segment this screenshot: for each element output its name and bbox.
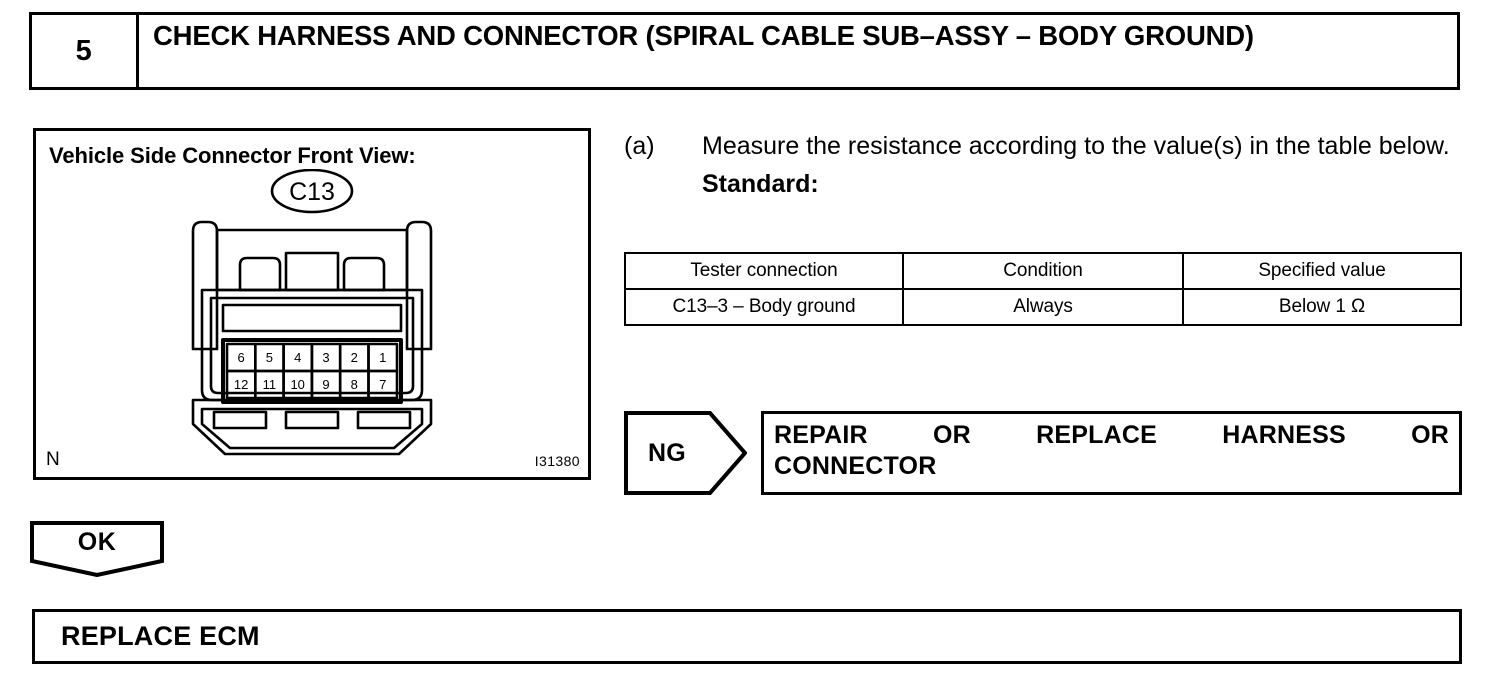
figure-note: N — [46, 449, 61, 470]
page-title: CHECK HARNESS AND CONNECTOR (SPIRAL CABL… — [153, 20, 1254, 51]
ng-result-row: NG REPAIR OR REPLACE HARNESS OR CONNECTO… — [624, 411, 1462, 495]
column-header-tester-connection: Tester connection — [624, 252, 904, 290]
ng-badge-label: NG — [647, 438, 687, 467]
table-header-row: Tester connection Condition Specified va… — [624, 252, 1462, 290]
connector-left-latch — [191, 220, 219, 351]
ng-arrow-shape — [624, 411, 747, 495]
connector-slot — [221, 303, 403, 333]
connector-tab-left — [238, 256, 282, 292]
step-title-cell: CHECK HARNESS AND CONNECTOR (SPIRAL CABL… — [139, 15, 1457, 87]
ng-action-line-1: REPAIR OR REPLACE HARNESS OR — [774, 421, 1449, 449]
pin-number: 7 — [379, 377, 386, 392]
ok-arrow-shape — [30, 521, 164, 577]
pin-number: 4 — [294, 350, 301, 365]
final-action-text: REPLACE ECM — [61, 621, 260, 651]
procedure-text: Measure the resistance according to the … — [702, 132, 1450, 160]
figure-caption: Vehicle Side Connector Front View: — [49, 143, 416, 168]
pin-number: 6 — [237, 350, 244, 365]
pin-number: 8 — [351, 377, 358, 392]
standard-label: Standard: — [702, 170, 819, 198]
pin-cell — [367, 369, 399, 400]
connector-tab-right — [342, 256, 386, 292]
connector-figure-panel: Vehicle Side Connector Front View: — [33, 128, 591, 480]
pin-number: 12 — [234, 377, 248, 392]
pin-number: 3 — [322, 350, 329, 365]
ng-badge: NG — [624, 411, 747, 495]
connector-right-latch — [405, 220, 433, 351]
pin-number: 5 — [266, 350, 273, 365]
connector-upper-shelf — [215, 228, 409, 292]
cell-condition: Always — [902, 288, 1184, 326]
pin-number: 9 — [322, 377, 329, 392]
pin-number: 11 — [263, 377, 277, 392]
ok-badge-label: OK — [77, 528, 117, 556]
connector-body-inner — [209, 296, 415, 395]
pin-number: 2 — [351, 350, 358, 365]
cell-tester-connection: C13–3 – Body ground — [624, 288, 904, 326]
step-number: 5 — [32, 15, 139, 87]
procedure-block: (a) Measure the resistance according to … — [624, 126, 1464, 202]
connector-skirt-outer — [191, 398, 433, 456]
ng-action-box: REPAIR OR REPLACE HARNESS OR CONNECTOR — [761, 411, 1462, 495]
connector-diagram: C13 6 5 4 3 2 1 12 11 10 9 8 7 — [162, 168, 462, 464]
connector-bottom-slot — [356, 410, 412, 430]
connector-id-label: C13 — [289, 178, 335, 206]
ng-action-text: REPAIR OR REPLACE HARNESS OR CONNECTOR — [774, 420, 1449, 481]
procedure-marker: (a) — [624, 132, 655, 160]
procedure-step: (a) Measure the resistance according to … — [624, 126, 1464, 166]
ng-action-line-2: CONNECTOR — [774, 451, 937, 480]
connector-tab-center — [284, 251, 340, 292]
cell-specified-value: Below 1 Ω — [1182, 288, 1462, 326]
connector-skirt-inner — [200, 407, 424, 450]
figure-id: I31380 — [534, 453, 580, 469]
connector-bottom-slot — [212, 410, 268, 430]
specification-table: Tester connection Condition Specified va… — [624, 252, 1462, 326]
pin-number: 10 — [290, 377, 304, 392]
column-header-specified-value: Specified value — [1182, 252, 1462, 290]
connector-id-ellipse — [270, 168, 354, 214]
column-header-condition: Condition — [902, 252, 1184, 290]
step-header: 5 CHECK HARNESS AND CONNECTOR (SPIRAL CA… — [29, 12, 1460, 90]
final-action-box: REPLACE ECM — [32, 609, 1462, 664]
pin-matrix-frame — [221, 338, 403, 404]
connector-bottom-slot — [284, 410, 340, 430]
table-row: C13–3 – Body ground Always Below 1 Ω — [624, 288, 1462, 326]
pin-number: 1 — [379, 350, 386, 365]
ok-badge: OK — [30, 521, 164, 577]
